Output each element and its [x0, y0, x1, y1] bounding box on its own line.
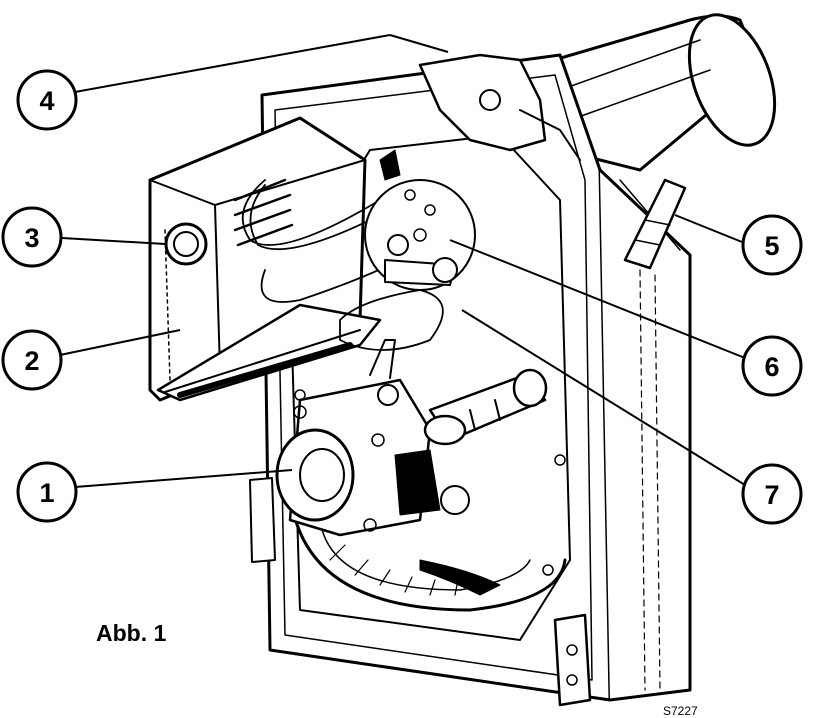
- callout-1: 1: [16, 461, 78, 523]
- callout-4-number: 4: [39, 86, 54, 116]
- ignition-cables: [241, 179, 444, 351]
- callout-1-number: 1: [39, 478, 54, 508]
- solenoid-valve: [423, 368, 548, 446]
- hinge: [249, 477, 592, 707]
- ignition-electrode-plate: [364, 149, 476, 291]
- fan-wheel: [288, 488, 567, 612]
- callout-2: 2: [1, 329, 63, 391]
- leader-lines: [59, 34, 746, 488]
- callout-5: 5: [741, 214, 803, 276]
- figure-caption: Abb. 1: [96, 620, 167, 646]
- callout-7: 7: [741, 463, 803, 525]
- callout-2-number: 2: [24, 346, 39, 376]
- callout-6: 6: [741, 335, 803, 397]
- drawing-id: S7227: [663, 704, 698, 718]
- callout-4: 4: [16, 69, 78, 131]
- oil-pump: [275, 339, 470, 537]
- callout-5-number: 5: [764, 231, 779, 261]
- callout-6-number: 6: [764, 352, 779, 382]
- callout-3-number: 3: [24, 223, 39, 253]
- callout-3: 3: [1, 206, 63, 268]
- control-box: [148, 116, 382, 402]
- air-pressure-connector: [623, 178, 687, 270]
- reset-button: [164, 222, 208, 266]
- callout-7-number: 7: [764, 480, 779, 510]
- air-damper: [418, 53, 581, 161]
